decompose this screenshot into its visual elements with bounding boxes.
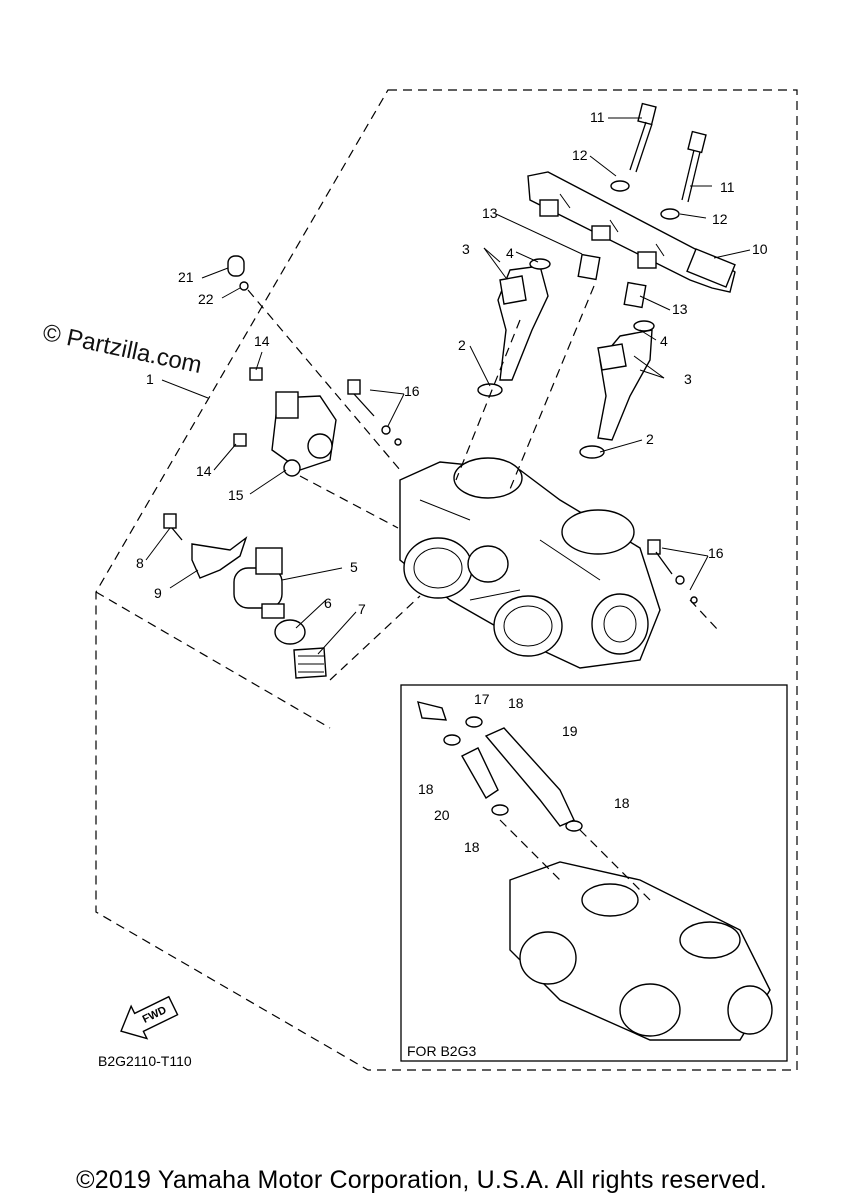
- inset-callout-18-right: 18: [614, 795, 630, 811]
- callout-3-right: 3: [684, 371, 692, 387]
- inset-caption: FOR B2G3: [407, 1043, 477, 1059]
- inset-box: [400, 684, 788, 1062]
- inset-callout-18-left: 18: [418, 781, 434, 797]
- callout-12-top: 12: [572, 147, 588, 163]
- callout-13-right: 13: [672, 301, 688, 317]
- callout-22: 22: [198, 291, 214, 307]
- fwd-arrow: [120, 995, 179, 1040]
- callout-11-right: 11: [720, 179, 735, 195]
- throttle-body: [399, 457, 661, 669]
- inset-callout-20: 20: [434, 807, 450, 823]
- inset-callout-17: 17: [474, 691, 490, 707]
- idle-actuator: [233, 547, 327, 679]
- callout-3-left: 3: [462, 241, 470, 257]
- callout-4-left: 4: [506, 245, 514, 261]
- inset-callout-18-top: 18: [508, 695, 524, 711]
- inset-callout-18-bottom: 18: [464, 839, 480, 855]
- callout-14-top: 14: [254, 333, 270, 349]
- callout-11-top: 11: [590, 109, 605, 125]
- callout-10: 10: [752, 241, 768, 257]
- leader-lines: [95, 117, 751, 729]
- callout-8: 8: [136, 555, 144, 571]
- inset-callout-19: 19: [562, 723, 578, 739]
- callout-16-left: 16: [404, 383, 420, 399]
- callout-7: 7: [358, 601, 366, 617]
- callout-16-right: 16: [708, 545, 724, 561]
- inset-drawing: [417, 701, 773, 1041]
- callout-5: 5: [350, 559, 358, 575]
- injectors: [477, 253, 655, 459]
- screws: [347, 379, 698, 604]
- callout-4-right: 4: [660, 333, 668, 349]
- callout-2-left: 2: [458, 337, 466, 353]
- bracket: [163, 513, 248, 579]
- cap: [227, 255, 249, 291]
- diagram-code: B2G2110-T110: [98, 1053, 192, 1069]
- callout-14-bottom: 14: [196, 463, 212, 479]
- fuel-rail: [527, 171, 736, 293]
- copyright-footer: ©2019 Yamaha Motor Corporation, U.S.A. A…: [76, 1166, 767, 1194]
- callout-15: 15: [228, 487, 244, 503]
- rail-bolts: [610, 102, 707, 220]
- callout-1: 1: [146, 371, 154, 387]
- callout-2-right: 2: [646, 431, 654, 447]
- callout-9: 9: [154, 585, 162, 601]
- callout-13-top: 13: [482, 205, 498, 221]
- throttle-position-sensor: [233, 367, 337, 477]
- callout-6: 6: [324, 595, 332, 611]
- callout-12-right: 12: [712, 211, 728, 227]
- callout-21: 21: [178, 269, 194, 285]
